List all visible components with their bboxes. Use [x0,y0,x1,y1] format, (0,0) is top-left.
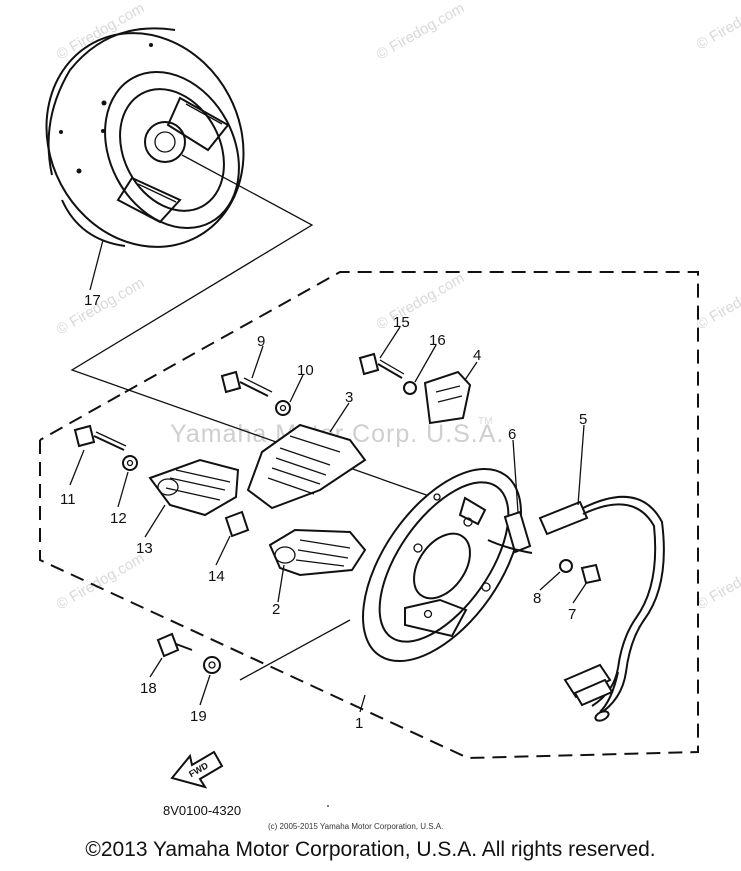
callout-6: 6 [508,426,516,443]
callout-11: 11 [60,491,76,508]
small-copyright: (c) 2005-2015 Yamaha Motor Corporation, … [268,822,443,831]
stator-base-plate [362,467,522,663]
watermark-firedog: © Firedog.com [694,269,741,333]
callout-10: 10 [297,362,314,379]
callout-2: 2 [272,601,280,618]
fwd-arrow: FWD [170,750,224,789]
footer-copyright: ©2013 Yamaha Motor Corporation, U.S.A. A… [85,838,656,861]
watermark-firedog: © Firedog.com [694,549,741,613]
callout-9: 9 [257,333,265,350]
callout-8: 8 [533,590,541,607]
callout-18: 18 [140,680,157,697]
lighting-coil-13 [148,458,240,517]
callout-4: 4 [473,347,481,364]
callout-5: 5 [579,411,587,428]
leader-17 [89,239,104,291]
charge-coil-2 [268,528,367,577]
clamp-part [487,510,533,554]
rotor-leader-line [70,154,433,498]
callout-17: 17 [84,292,101,309]
callout-16: 16 [429,332,446,349]
callout-14: 14 [208,568,225,585]
callout-13: 13 [136,540,153,557]
watermark-tm: TM [478,416,492,427]
callout-7: 7 [568,606,576,623]
callout-19: 19 [190,708,207,725]
assembly-outline [39,271,699,760]
callout-1: 1 [355,715,363,732]
callouts: 1 2 3 4 5 6 7 8 9 10 11 12 13 14 15 16 1… [60,292,587,732]
small-fasteners [73,352,602,674]
watermark-firedog: © Firedog.com [694,0,741,53]
source-coil-3 [246,423,367,510]
pulser-part-4 [423,370,472,425]
callout-15: 15 [393,314,410,331]
diagram-code: 8V0100-4320 [163,803,241,818]
callout-12: 12 [110,510,127,527]
flywheel-rotor [45,27,245,248]
watermark-firedog: © Firedog.com [374,0,468,63]
callout-3: 3 [345,389,353,406]
leader-lines [69,326,588,713]
watermark-firedog: © Firedog.com [374,269,468,333]
assembly-outline-left [39,394,121,441]
lead-wire-harness [538,495,665,722]
